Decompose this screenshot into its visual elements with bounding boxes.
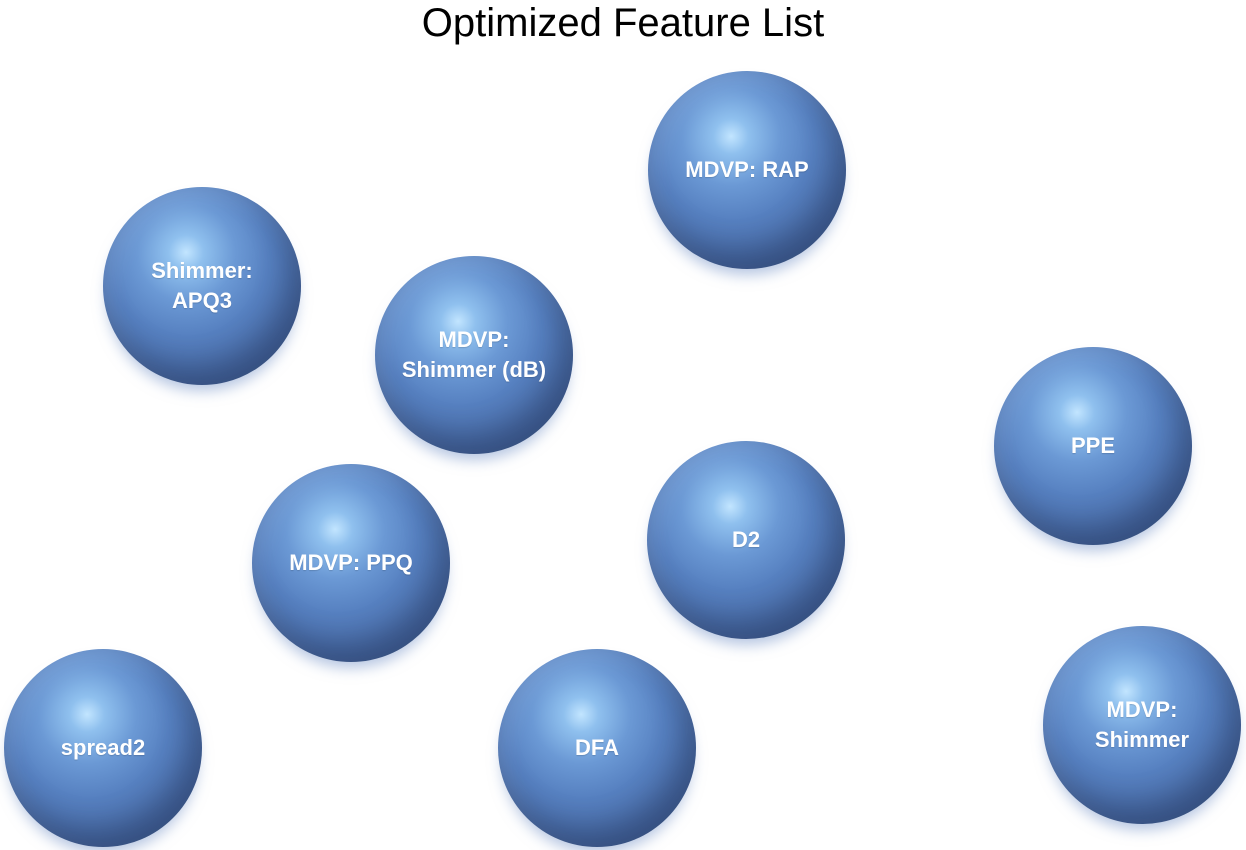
feature-label: DFA — [575, 735, 619, 760]
feature-sphere-mdvp-rap: MDVP: RAP — [648, 71, 846, 269]
feature-sphere-d2: D2 — [647, 441, 845, 639]
feature-sphere-mdvp-ppq: MDVP: PPQ — [252, 464, 450, 662]
feature-sphere-spread2: spread2 — [4, 649, 202, 847]
feature-label: spread2 — [60, 735, 146, 760]
feature-label: MDVP: Shimmer (dB) — [401, 327, 547, 382]
diagram-title: Optimized Feature List — [421, 1, 825, 45]
feature-label: MDVP: Shimmer — [1094, 697, 1190, 752]
feature-label: MDVP: RAP — [685, 157, 809, 182]
feature-sphere-dfa: DFA — [498, 649, 696, 847]
feature-sphere-shimmer-apq3: Shimmer: APQ3 — [103, 187, 301, 385]
feature-sphere-ppe: PPE — [994, 347, 1192, 545]
feature-sphere-mdvp-shimmer: MDVP: Shimmer — [1043, 626, 1241, 824]
feature-sphere-mdvp-shimmer-db: MDVP: Shimmer (dB) — [375, 256, 573, 454]
feature-label: PPE — [1070, 433, 1116, 458]
feature-label: D2 — [731, 527, 761, 552]
feature-label: MDVP: PPQ — [289, 550, 413, 575]
feature-label: Shimmer: APQ3 — [151, 258, 253, 313]
